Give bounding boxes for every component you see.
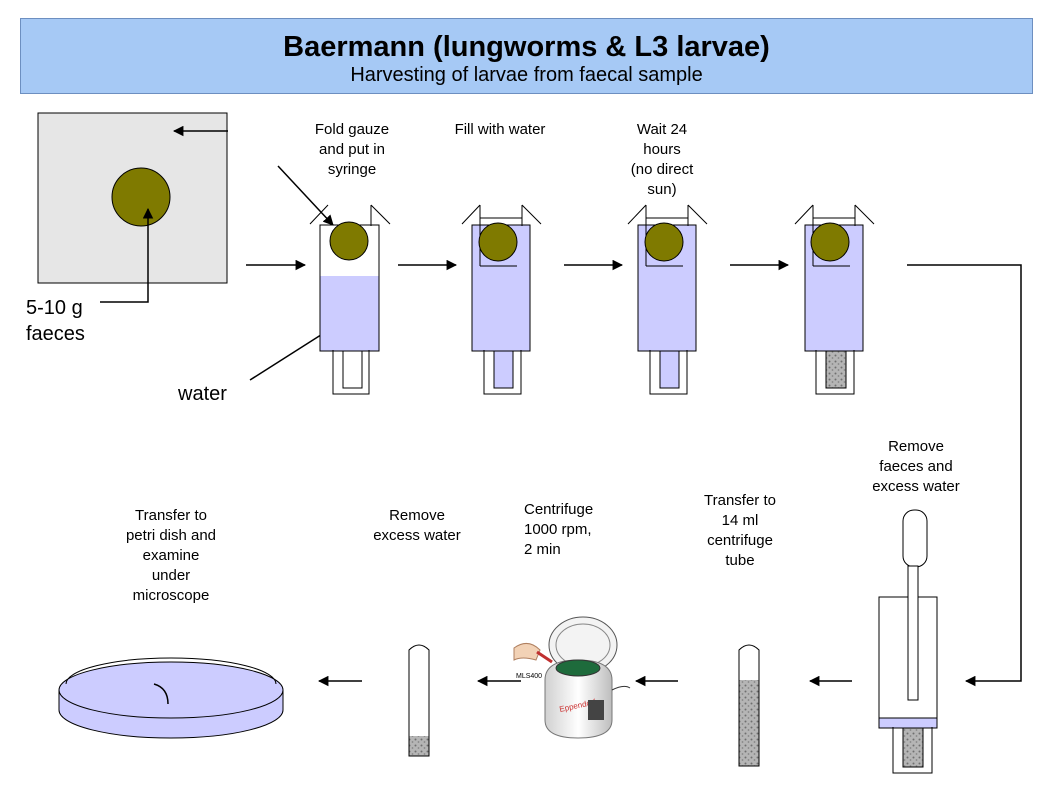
larva-mark: [153, 683, 169, 705]
page-title: Baermann (lungworms & L3 larvae): [283, 31, 770, 63]
step-label-remove-faeces: Remove faeces and excess water: [872, 438, 960, 495]
syringe-step-3: [627, 204, 708, 395]
title-banner: Baermann (lungworms & L3 larvae) Harvest…: [20, 18, 1033, 94]
centrifuge-tube-sediment: [408, 644, 430, 757]
petri-dish: [58, 657, 284, 739]
centrifuge-machine: Eppendorf MLS400: [513, 616, 631, 739]
fold-pointer-arrow: [277, 165, 334, 226]
step-label-fill: Fill with water: [454, 121, 546, 138]
step-label-petri: Transfer to petri dish and examine under…: [125, 507, 217, 604]
syringe-step-4: [794, 204, 875, 395]
step-label-fold: Fold gauze and put in syringe: [314, 121, 390, 178]
step-label-transfer-tube: Transfer to 14 ml centrifuge tube: [704, 492, 776, 569]
faeces-label: 5-10 g faeces: [26, 297, 85, 345]
step-label-centrifuge: Centrifuge 1000 rpm, 2 min: [524, 501, 594, 558]
syringe-step-2: [461, 204, 542, 395]
faeces-ball: [111, 167, 171, 227]
syringe-with-pipette: [878, 509, 938, 774]
faeces-pointer-arrow: [100, 207, 154, 303]
step-label-remove-water: Remove excess water: [373, 507, 461, 544]
water-label: water: [178, 383, 227, 405]
step-label-wait: Wait 24 hours (no direct sun): [630, 121, 694, 198]
centrifuge-model-label: MLS400: [516, 673, 542, 680]
flow-arrow-return: [907, 264, 1022, 687]
page-subtitle: Harvesting of larvae from faecal sample: [350, 64, 703, 86]
syringe-step-1: [309, 204, 391, 395]
centrifuge-tube-full: [738, 644, 760, 767]
gauze-square: [37, 112, 228, 284]
